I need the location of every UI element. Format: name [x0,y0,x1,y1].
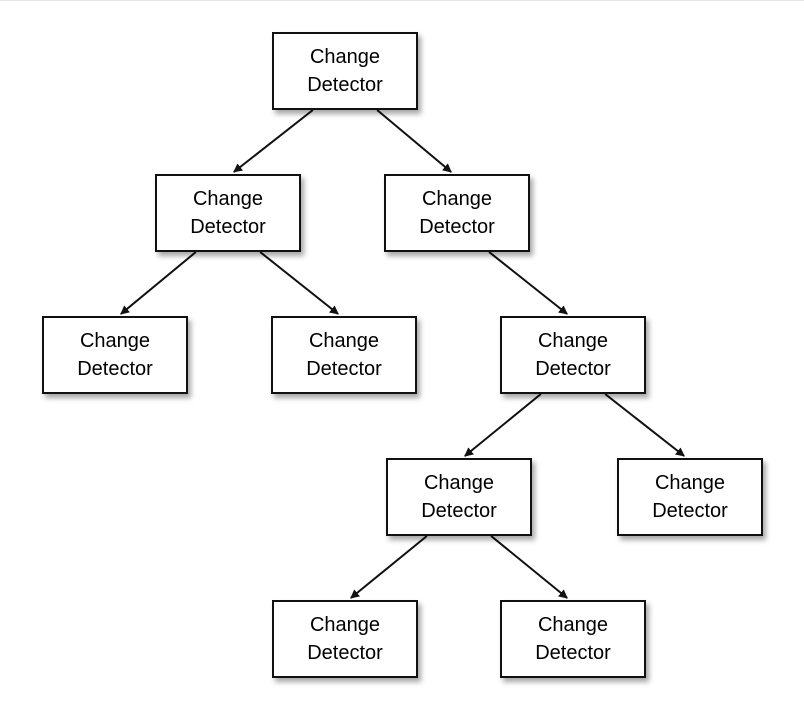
node-label-line1: Change [79,330,151,352]
node-label-line2: Detector [306,358,382,380]
change-detector-node-l3-right: Change Detector [617,458,763,536]
top-divider [0,0,804,1]
node-label-line2: Detector [535,358,611,380]
change-detector-node-l1-left: Change Detector [155,174,301,252]
node-label-line1: Change [309,46,381,68]
change-detector-node-l2-a: Change Detector [42,316,188,394]
change-detector-node-l2-b: Change Detector [271,316,417,394]
node-label-line1: Change [192,188,264,210]
node-label-line2: Detector [190,216,266,238]
change-detector-node-l2-c: Change Detector [500,316,646,394]
node-label-line2: Detector [77,358,153,380]
node-label-line1: Change [421,188,493,210]
change-detector-node-root: Change Detector [272,32,418,110]
arrow-n1-to-n3 [376,109,452,173]
arrow-n3-to-n6 [488,251,568,315]
arrow-n6-to-n7 [464,393,542,457]
arrow-n2-to-n5 [259,251,339,315]
change-detector-node-l4-right: Change Detector [500,600,646,678]
node-label-line1: Change [308,330,380,352]
arrow-n6-to-n8 [604,393,685,457]
change-detector-node-l3-left: Change Detector [386,458,532,536]
node-label-line1: Change [654,472,726,494]
arrow-n2-to-n4 [120,251,197,315]
node-label-line1: Change [423,472,495,494]
node-label-line2: Detector [535,642,611,664]
change-detector-node-l4-left: Change Detector [272,600,418,678]
node-label-line2: Detector [652,500,728,522]
node-label-line2: Detector [421,500,497,522]
arrow-n7-to-n10 [490,535,568,599]
node-label-line2: Detector [307,642,383,664]
change-detector-node-l1-right: Change Detector [384,174,530,252]
arrow-n1-to-n2 [233,109,314,173]
node-label-line2: Detector [307,74,383,96]
node-label-line2: Detector [419,216,495,238]
node-label-line1: Change [309,614,381,636]
arrow-n7-to-n9 [350,535,428,599]
node-label-line1: Change [537,330,609,352]
node-label-line1: Change [537,614,609,636]
